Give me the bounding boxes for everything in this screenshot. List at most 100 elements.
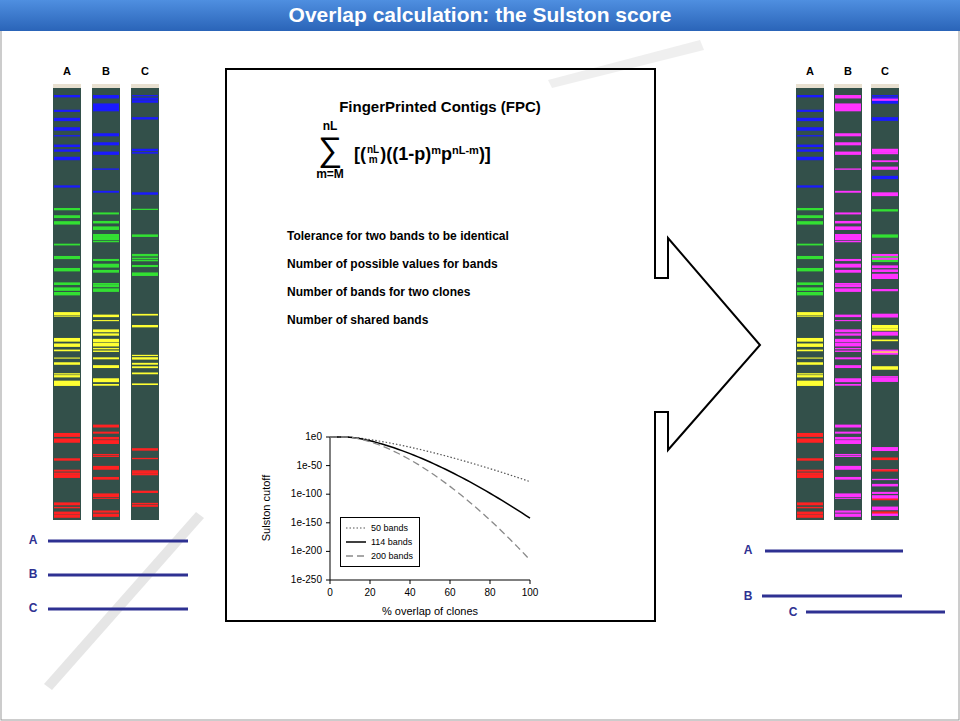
lane-label: C bbox=[881, 65, 889, 78]
gel-band bbox=[872, 511, 898, 513]
gel-band bbox=[797, 288, 823, 291]
gel-band bbox=[93, 288, 119, 292]
parameter-line: Number of possible values for bands bbox=[287, 258, 498, 272]
gel-band bbox=[835, 264, 861, 268]
gel-band bbox=[54, 475, 80, 477]
clone-label: B bbox=[29, 568, 38, 582]
gel-band bbox=[872, 469, 898, 470]
lane-well bbox=[871, 84, 899, 88]
binomial: nLm bbox=[367, 145, 379, 165]
x-tick-label: 100 bbox=[522, 587, 539, 599]
gel-band bbox=[93, 315, 119, 318]
gel-band bbox=[835, 365, 861, 368]
gel-band bbox=[797, 244, 823, 246]
clone-label: B bbox=[744, 590, 753, 604]
gel-band bbox=[54, 474, 80, 478]
gel-band bbox=[872, 340, 898, 342]
chart-legend: 50 bands114 bands200 bands bbox=[340, 517, 420, 567]
gel-band bbox=[54, 472, 80, 474]
x-tick bbox=[490, 580, 491, 584]
gel-band bbox=[797, 149, 823, 151]
gel-band bbox=[797, 284, 823, 285]
clone-line bbox=[48, 574, 188, 577]
gel-band bbox=[132, 314, 158, 316]
gel-band bbox=[797, 282, 823, 285]
axis-title: % overlap of clones bbox=[382, 605, 478, 618]
x-tick-label: 40 bbox=[404, 587, 415, 599]
gel-band bbox=[835, 329, 861, 332]
gel-band bbox=[872, 254, 898, 258]
gel-band bbox=[835, 384, 861, 386]
gel-band bbox=[797, 118, 823, 121]
gel-band bbox=[93, 384, 119, 386]
binomial-bottom: m bbox=[369, 155, 378, 165]
gel-band bbox=[93, 284, 119, 287]
gel-band bbox=[872, 234, 898, 237]
gel-band bbox=[54, 512, 80, 515]
gel-band bbox=[132, 372, 158, 374]
lane-label: B bbox=[102, 65, 110, 78]
exponent: nL-m bbox=[452, 144, 479, 157]
gel-band bbox=[797, 157, 823, 160]
gel-lanes bbox=[53, 84, 899, 520]
gel-band bbox=[132, 325, 158, 327]
gel-band bbox=[797, 316, 823, 317]
gel-band bbox=[872, 149, 898, 152]
y-tick-label: 1e-200 bbox=[291, 546, 322, 558]
y-tick bbox=[326, 465, 330, 466]
gel-band bbox=[132, 491, 158, 493]
x-tick bbox=[410, 580, 411, 584]
gel-band bbox=[835, 284, 861, 287]
gel-band bbox=[872, 492, 898, 494]
gel-band bbox=[54, 157, 80, 160]
gel-band bbox=[797, 145, 823, 147]
gel-band bbox=[132, 152, 158, 154]
gel-band bbox=[54, 438, 80, 442]
gel-band bbox=[835, 226, 861, 230]
title-bar bbox=[0, 0, 960, 31]
gel-band bbox=[132, 258, 158, 260]
gel-band bbox=[835, 234, 861, 237]
gel-band bbox=[93, 514, 119, 517]
gel-band bbox=[835, 425, 861, 428]
gel-band bbox=[54, 244, 80, 246]
gel-band bbox=[54, 358, 80, 359]
y-tick bbox=[326, 551, 330, 552]
clone-lines bbox=[48, 541, 945, 612]
gel-band bbox=[132, 355, 158, 356]
legend-text: 200 bands bbox=[371, 551, 413, 561]
gel-band bbox=[872, 457, 898, 460]
gel-band bbox=[93, 168, 119, 169]
gel-band bbox=[872, 366, 898, 370]
gel-band bbox=[835, 440, 861, 444]
gel-band bbox=[93, 365, 119, 368]
legend-text: 50 bands bbox=[371, 523, 408, 533]
clone-line bbox=[762, 595, 902, 598]
gel-band bbox=[93, 103, 119, 107]
gel-band bbox=[872, 209, 898, 211]
gel-band bbox=[93, 95, 119, 98]
gel-band bbox=[54, 514, 80, 517]
legend-line-sample bbox=[345, 552, 367, 560]
gel-band bbox=[54, 118, 80, 121]
gel-band bbox=[54, 256, 80, 259]
gel-band bbox=[54, 149, 80, 151]
gel-band bbox=[54, 110, 80, 112]
gel-band bbox=[872, 325, 898, 329]
gel-band bbox=[872, 256, 898, 258]
formula-part: [( bbox=[354, 144, 366, 166]
x-tick-label: 80 bbox=[484, 587, 495, 599]
gel-band bbox=[872, 95, 898, 97]
gel-band bbox=[54, 157, 80, 160]
gel-band bbox=[835, 493, 861, 497]
gel-band bbox=[872, 276, 898, 279]
gel-band bbox=[132, 503, 158, 504]
x-tick bbox=[370, 580, 371, 584]
gel-band bbox=[54, 373, 80, 374]
y-tick-label: 1e-150 bbox=[291, 517, 322, 529]
streak-decoration bbox=[44, 512, 204, 690]
clone-label: C bbox=[29, 602, 38, 616]
gel-band bbox=[132, 474, 158, 476]
slide-title: Overlap calculation: the Sulston score bbox=[289, 3, 672, 27]
